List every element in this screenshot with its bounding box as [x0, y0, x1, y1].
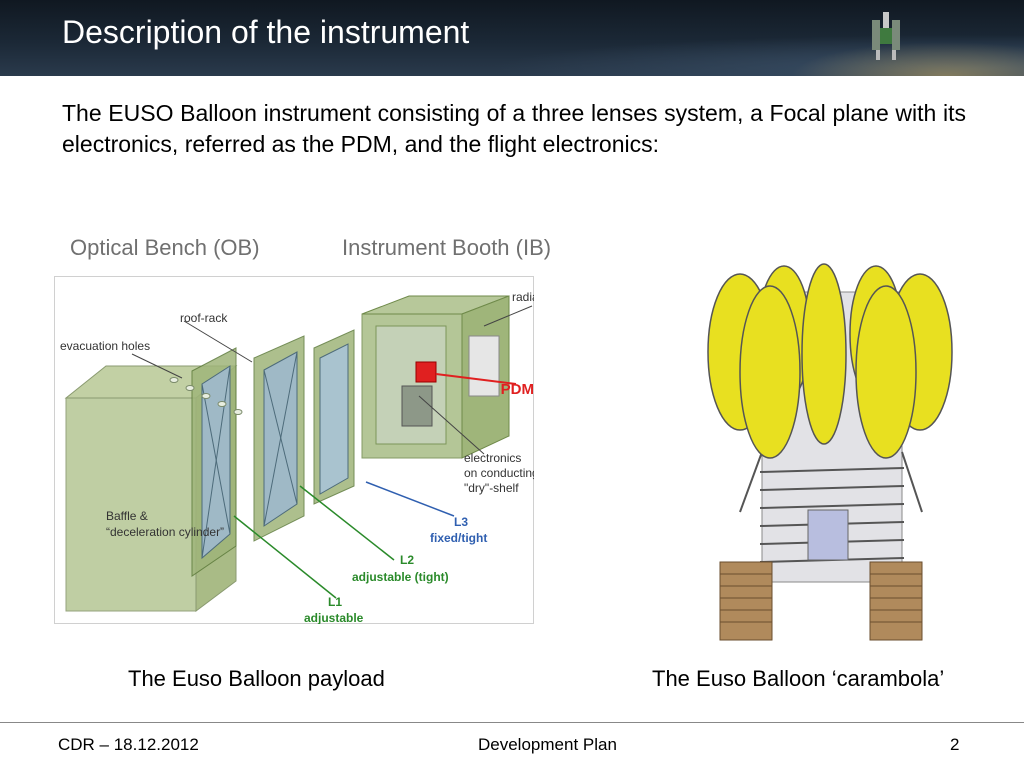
- intro-text: The EUSO Balloon instrument consisting o…: [62, 100, 966, 157]
- carambola-illustration: [707, 263, 953, 641]
- l1-desc: adjustable: [304, 611, 364, 624]
- holes-leader: [131, 353, 183, 379]
- roof-rack-label: roof-rack: [180, 311, 228, 325]
- lens-frame-l2: [253, 335, 305, 542]
- slide-header: Description of the instrument: [0, 0, 1024, 76]
- l3-leader: [365, 481, 455, 517]
- crush-pad-left: [719, 561, 773, 641]
- instrument-booth: [361, 295, 510, 459]
- optical-bench-label: Optical Bench (OB): [70, 235, 260, 260]
- slide-title: Description of the instrument: [62, 14, 470, 50]
- electronics-leader: [418, 395, 485, 455]
- l2-label: L2: [400, 553, 414, 567]
- crush-pad-right: [869, 561, 923, 641]
- electronics-label-3: "dry"-shelf: [464, 481, 519, 495]
- footer-divider: [0, 722, 1024, 723]
- footer-title: Development Plan: [478, 735, 617, 754]
- l2-leader: [299, 485, 395, 561]
- satellite-logo-icon: [872, 12, 900, 60]
- pdm-leader: [435, 373, 517, 385]
- l1-leader: [233, 515, 337, 599]
- electronics-label-1: electronics: [464, 451, 521, 465]
- payload-diagram: roof-rack evacuation holes radiator PDM …: [54, 276, 534, 624]
- l1-label: L1: [328, 595, 342, 609]
- roof-rack-leader: [183, 320, 253, 363]
- instrument-booth-label: Instrument Booth (IB): [342, 235, 552, 260]
- evacuation-holes: [169, 377, 243, 415]
- footer-date: CDR – 18.12.2012: [58, 735, 199, 754]
- baffle-label-2: “deceleration cylinder”: [106, 525, 224, 539]
- electronics-box: [807, 509, 849, 561]
- page-number: 2: [950, 735, 960, 754]
- flotation-lobes: [707, 263, 953, 459]
- radiator-leader: [483, 305, 533, 327]
- electronics-label-2: on conducting: [464, 466, 534, 480]
- pdm-label: PDM: [501, 381, 534, 398]
- l2-desc: adjustable (tight): [352, 570, 449, 584]
- radiator-label: radiator: [512, 290, 534, 304]
- pdm-cube: [415, 361, 437, 383]
- lens-frame-l3: [313, 329, 355, 505]
- frame-struts: [739, 451, 923, 563]
- l3-desc: fixed/tight: [430, 531, 487, 545]
- l3-label: L3: [454, 515, 468, 529]
- lens-frame-l1: [191, 347, 237, 577]
- carambola-caption: The Euso Balloon ‘carambola’: [652, 666, 945, 691]
- evacuation-holes-label: evacuation holes: [60, 339, 150, 353]
- payload-caption: The Euso Balloon payload: [128, 666, 385, 691]
- baffle-label-1: Baffle &: [106, 509, 148, 523]
